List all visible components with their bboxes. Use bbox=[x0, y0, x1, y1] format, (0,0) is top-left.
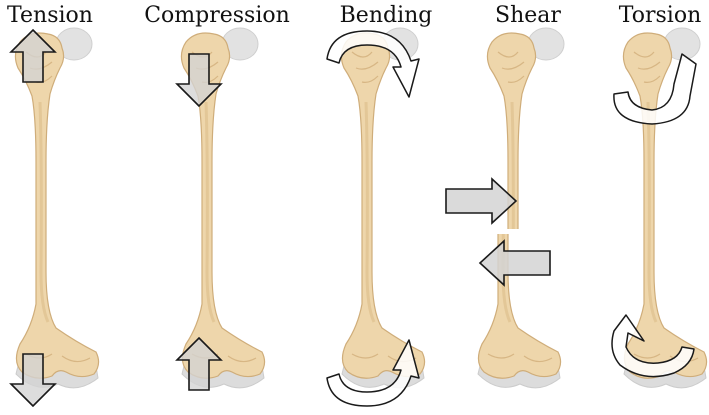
torsion-arrow-bottom bbox=[611, 314, 695, 378]
shear-arrow-right bbox=[445, 178, 517, 224]
torsion-arrow-top bbox=[613, 53, 697, 125]
label-shear: Shear bbox=[495, 3, 561, 28]
label-tension: Tension bbox=[7, 3, 93, 28]
label-bending: Bending bbox=[339, 3, 433, 28]
bending-arrow-top bbox=[326, 30, 420, 98]
label-torsion: Torsion bbox=[618, 3, 702, 28]
bending-arrow-bottom bbox=[326, 339, 420, 407]
label-compression: Compression bbox=[144, 3, 290, 28]
shear-arrow-left bbox=[479, 240, 551, 286]
